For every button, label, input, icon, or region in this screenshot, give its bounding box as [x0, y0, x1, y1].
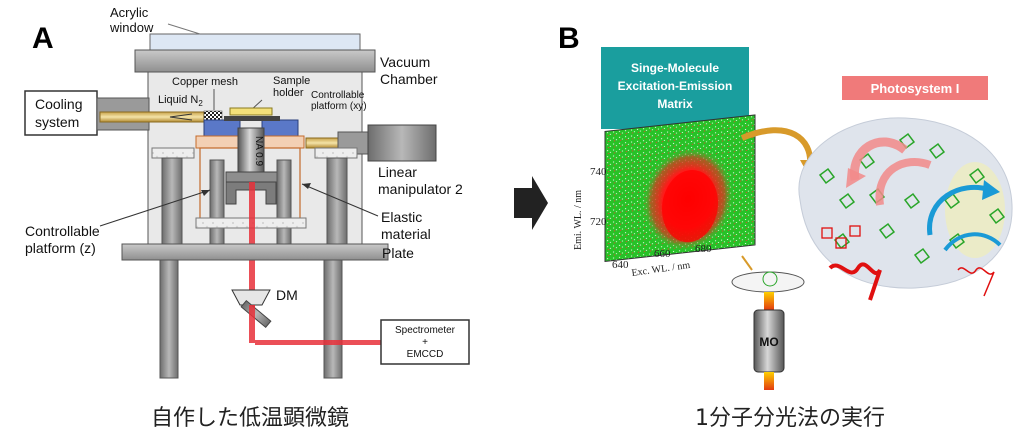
matrix-title-1: Singe-Molecule: [631, 61, 719, 75]
linear-label-2: manipulator 2: [378, 181, 463, 197]
red-energy-arrow-2: [875, 157, 932, 206]
manipulator-rod: [305, 137, 339, 149]
sample-label-2: holder: [273, 87, 304, 99]
acrylic-window: [149, 33, 361, 51]
blue-arrowhead-1-icon: [982, 180, 1000, 200]
vacuum-label-2: Chamber: [380, 71, 438, 87]
objective-mount: [225, 171, 279, 183]
spectrometer-box: [380, 319, 470, 365]
panel-a: A Acrylic window Vacuum Chamber Cooling …: [24, 5, 470, 431]
sample-label-1: Sample: [273, 75, 310, 87]
x-tick-680: 680: [695, 243, 712, 255]
dichroic-mirror: [231, 289, 271, 306]
linear-manipulator: [367, 124, 437, 162]
na-label: NA 0.9: [253, 136, 264, 166]
cplat-xy-label-2: platform (xy): [311, 101, 367, 112]
elastic-arrowhead: [302, 183, 311, 189]
liquid-n2-tube: [99, 111, 205, 123]
cplat-z-label-2: platform (z): [25, 240, 96, 256]
panel-b-letter: B: [558, 22, 580, 55]
xy-platform-left: [203, 119, 241, 137]
acrylic-pointer: [167, 23, 201, 35]
blue-energy-arrow-2: [943, 232, 1002, 252]
pillar-cap-left: [151, 147, 195, 159]
sample-protein-mini: [762, 271, 778, 287]
heatmap-frame: [604, 114, 756, 263]
cplat-xy-label-1: Controllable: [311, 90, 365, 101]
red-chromophores: [821, 225, 861, 249]
pillar-left: [161, 157, 183, 255]
cplat-z-label-1: Controllable: [25, 223, 100, 239]
plate-label: Plate: [382, 245, 414, 261]
spectro-label-2: +: [422, 337, 428, 348]
y-tick-720: 720: [590, 216, 607, 228]
x-tick-660: 660: [654, 248, 671, 260]
inner-column-left: [209, 159, 225, 247]
leg-right: [323, 259, 343, 379]
leg-left: [159, 259, 179, 379]
heatmap-core: [662, 169, 718, 243]
linear-label-1: Linear: [378, 164, 417, 180]
panel-b: B Singe-Molecule Excitation-Emission Mat…: [558, 22, 1013, 431]
z-stage-body: [225, 181, 277, 205]
y-tick-740: 740: [590, 166, 607, 178]
red-arrowhead-1-icon: [846, 168, 866, 188]
matrix-title-2: Excitation-Emission: [618, 79, 733, 93]
cooling-label-1: Cooling: [35, 96, 82, 112]
n2-flow-arrow: [169, 113, 193, 121]
acrylic-label-1: Acrylic: [110, 5, 149, 20]
acrylic-label-2: window: [109, 20, 154, 35]
panel-b-caption: 1分子分光法の実行: [695, 406, 885, 431]
cooling-system-box: [24, 90, 98, 136]
pillar-right: [326, 157, 348, 255]
matrix-title-3: Matrix: [657, 97, 693, 111]
plate: [121, 243, 389, 261]
xy-platform-right: [261, 119, 299, 137]
excitation-beam-top: [764, 292, 774, 310]
y-axis-label: Emi. WL. / nm: [573, 190, 584, 250]
photosystem-box: [842, 76, 988, 100]
emission-wave-1: [828, 262, 882, 301]
copper-mesh-label: Copper mesh: [172, 76, 238, 88]
laser-beam-lower: [249, 305, 255, 343]
vacuum-label-1: Vacuum: [380, 54, 430, 70]
chlorophyll-cluster: [818, 132, 1006, 265]
blue-energy-arrow-1: [927, 184, 991, 236]
elastic-label-2: material: [381, 226, 431, 242]
cplat-z-arrowhead: [201, 190, 210, 196]
heatmap-group: [604, 114, 756, 263]
x-axis-label: Exc. WL. / nm: [631, 260, 691, 279]
chamber-top: [134, 49, 376, 73]
mo-label: MO: [759, 335, 778, 349]
spectro-label-1: Spectrometer: [395, 325, 456, 336]
transition-arrow-icon: [514, 176, 548, 230]
emission-wave-2: [957, 267, 995, 297]
panel-a-caption: 自作した低温顕微鏡: [151, 406, 349, 431]
elastic-pointer: [301, 183, 379, 217]
photosystem-label: Photosystem I: [871, 81, 960, 96]
matrix-title-box: [601, 47, 749, 129]
sample-stage: [224, 116, 280, 121]
cplat-z-pointer: [99, 189, 211, 227]
laser-beam-horizontal: [255, 340, 381, 345]
pillar-cap-right: [314, 147, 358, 159]
copper-mesh: [203, 110, 223, 121]
spectro-label-3: EMCCD: [407, 349, 444, 360]
inner-column-right: [276, 159, 292, 247]
sample-holder: [229, 107, 273, 116]
cooling-label-2: system: [35, 114, 79, 130]
dm-label: DM: [276, 287, 298, 303]
x-tick-640: 640: [612, 259, 629, 271]
dish-arrow: [741, 255, 753, 271]
sample-dish: [731, 271, 805, 293]
elastic-label-1: Elastic: [381, 209, 422, 225]
excitation-beam-bottom: [764, 372, 774, 390]
objective-lens: [237, 127, 265, 177]
liquid-n2-label: Liquid N2: [158, 94, 203, 108]
panel-a-letter: A: [32, 22, 54, 55]
